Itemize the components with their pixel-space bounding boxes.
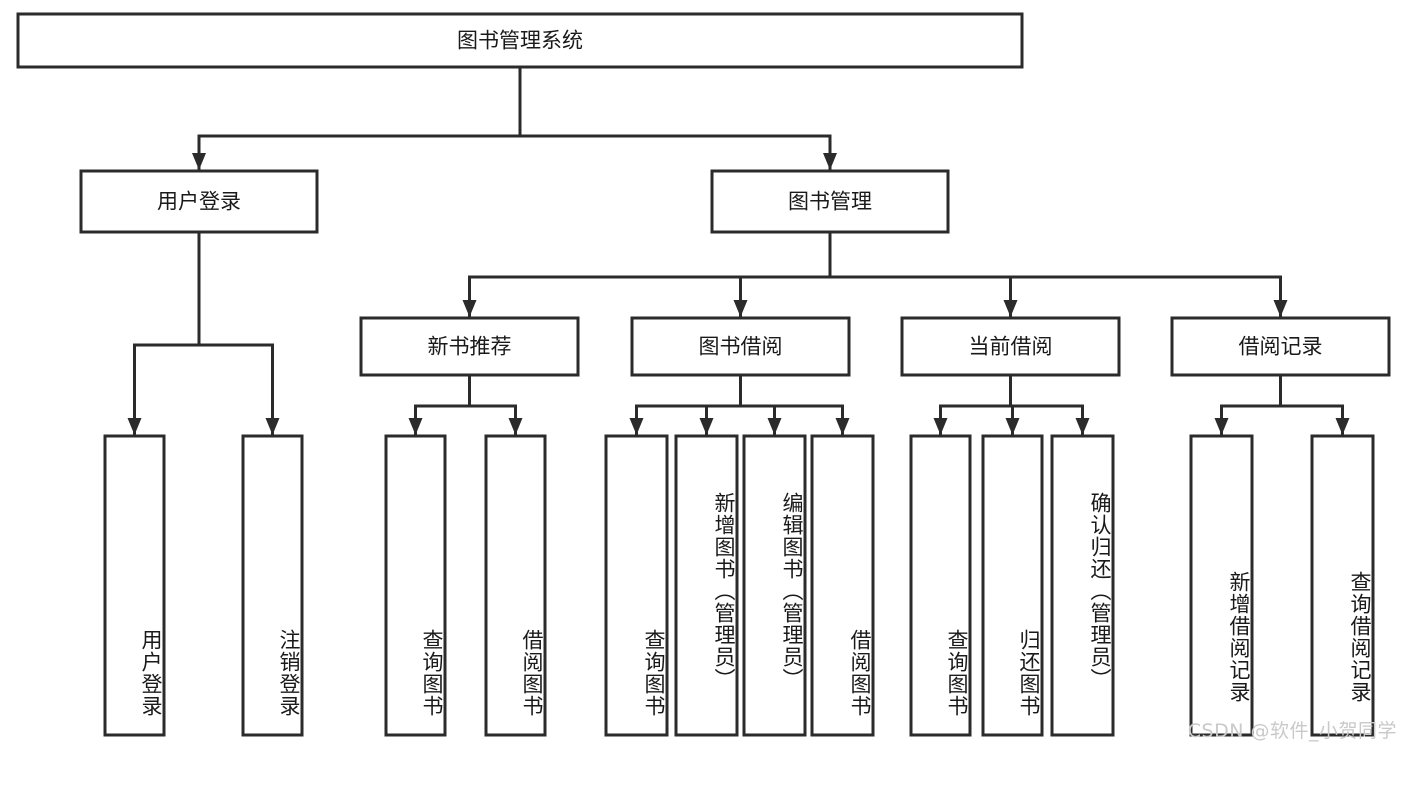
bookmgmt-arrowhead-0 (462, 300, 477, 317)
current-borrow-arrowhead-0 (933, 418, 948, 435)
current-borrow-box[interactable] (900, 316, 1121, 377)
root-label: 图书管理系统 (457, 29, 583, 53)
borrow-record-arrowhead-0 (1214, 418, 1229, 435)
book-borrow-arrowhead-0 (629, 418, 644, 435)
current-borrow-arrowhead-1 (1005, 418, 1020, 435)
bookmgmt-arrowhead-1 (733, 300, 748, 317)
borrow-record-label: 借阅记录 (1239, 335, 1323, 359)
connector-lines (127, 65, 1350, 436)
root-arrowhead-0 (192, 153, 206, 170)
diagram-canvas: 图书管理系统用户登录图书管理新书推荐图书借阅当前借阅借阅记录 用户登录注销登录查… (16, 12, 1397, 742)
leaf-query-book-2-box[interactable] (604, 434, 669, 737)
bookmgmt-arrowhead-3 (1273, 300, 1288, 317)
user-login-box[interactable] (79, 169, 319, 234)
book-borrow-label: 图书借阅 (699, 335, 783, 359)
leaf-query-borrow-record-box[interactable] (1310, 434, 1375, 737)
leaf-logout-login-box[interactable] (241, 434, 304, 737)
book-management-box[interactable] (710, 169, 950, 234)
new-book-recommend-label: 新书推荐 (428, 335, 512, 359)
leaf-user-login-box[interactable] (103, 434, 166, 737)
leaf-confirm-return-admin-box[interactable] (1050, 434, 1115, 737)
leaf-return-book-box[interactable] (981, 434, 1044, 737)
leaf-add-book-admin-box[interactable] (674, 434, 739, 737)
borrow-record-box[interactable] (1170, 316, 1391, 377)
leaf-query-book-1-box[interactable] (384, 434, 447, 737)
csdn-watermark: CSDN @软件_小贺同学 (1187, 720, 1397, 742)
book-borrow-box[interactable] (630, 316, 851, 377)
book-borrow-arrowhead-1 (699, 418, 714, 435)
new-book-recommend-arrowhead-0 (408, 418, 423, 435)
leaf-add-borrow-record-box[interactable] (1189, 434, 1254, 737)
new-book-recommend-arrowhead-1 (508, 418, 523, 435)
bookmgmt-arrowhead-2 (1003, 300, 1018, 317)
book-borrow-arrowhead-2 (767, 418, 782, 435)
user-login-arrowhead-0 (127, 418, 142, 435)
book-management-label: 图书管理 (788, 190, 872, 214)
user-login-arrowhead-1 (265, 418, 280, 435)
leaf-query-book-3-box[interactable] (909, 434, 972, 737)
leaf-borrow-book-1-box[interactable] (484, 434, 547, 737)
node-boxes (16, 12, 1391, 737)
root-arrowhead-1 (823, 153, 837, 170)
current-borrow-arrowhead-2 (1075, 418, 1090, 435)
book-borrow-arrowhead-3 (835, 418, 850, 435)
leaf-borrow-book-2-box[interactable] (810, 434, 875, 737)
leaf-edit-book-admin-box[interactable] (742, 434, 807, 737)
new-book-recommend-box[interactable] (359, 316, 580, 377)
current-borrow-label: 当前借阅 (969, 335, 1053, 359)
user-login-label: 用户登录 (157, 190, 241, 214)
root-box[interactable] (16, 12, 1024, 69)
borrow-record-arrowhead-1 (1335, 418, 1350, 435)
